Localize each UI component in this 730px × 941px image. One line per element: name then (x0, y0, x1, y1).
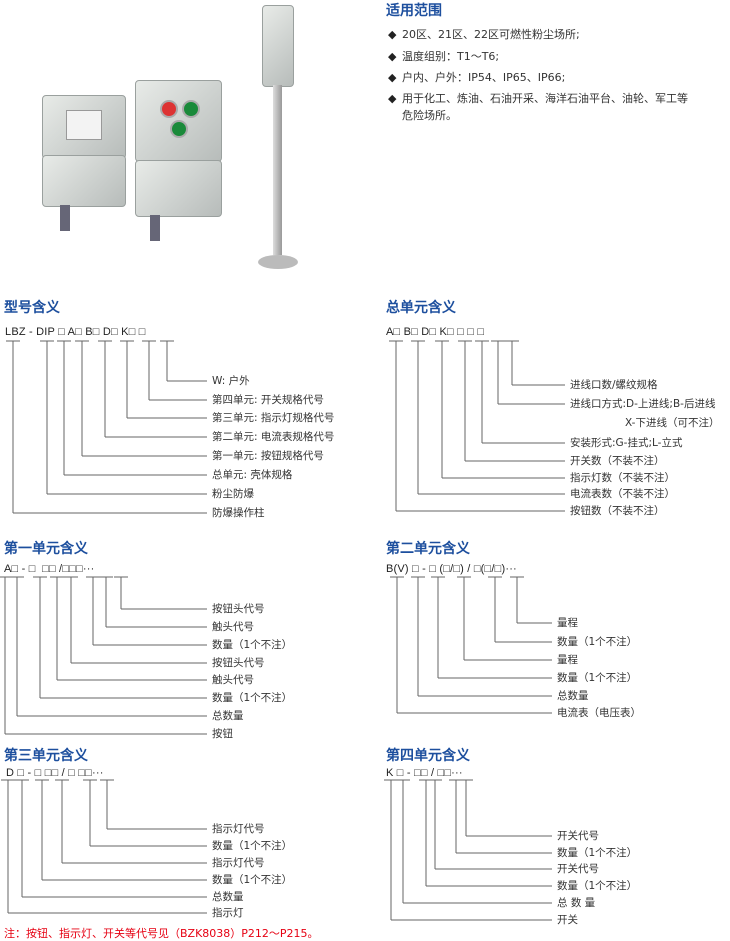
main_unit-label: 指示灯数（不装不注） (570, 472, 675, 484)
unit3-label: 指示灯 (212, 907, 244, 919)
scope-item-continued: 危险场所。 (388, 107, 457, 123)
unit2-label: 量程 (557, 617, 578, 629)
unit1-label: 数量（1个不注） (212, 692, 293, 704)
model-label: W: 户外 (212, 375, 250, 387)
scope-item-text: 20区、21区、22区可燃性粉尘场所; (402, 28, 580, 41)
unit4-label: 数量（1个不注） (557, 880, 638, 892)
unit1-code: A□ - □ □□ /□□□··· (4, 563, 95, 575)
main_unit-label: 安装形式:G-挂式;L-立式 (570, 437, 683, 449)
unit2-label: 数量（1个不注） (557, 636, 638, 648)
unit2-label: 量程 (557, 654, 578, 666)
model-label: 第一单元: 按钮规格代号 (212, 450, 324, 462)
model-label: 总单元: 壳体规格 (212, 469, 293, 481)
scope-item-text: 用于化工、炼油、石油开采、海洋石油平台、油轮、军工等 (402, 92, 688, 105)
unit3-title: 第三单元含义 (4, 748, 88, 764)
unit1-label: 按钮头代号 (212, 603, 265, 615)
unit4-label: 总 数 量 (557, 897, 596, 909)
unit3-label: 数量（1个不注） (212, 874, 293, 886)
diamond-icon: ◆ (388, 92, 397, 105)
unit4-label: 数量（1个不注） (557, 847, 638, 859)
unit2-title: 第二单元含义 (386, 541, 470, 557)
diamond-icon: ◆ (388, 71, 397, 84)
unit3-label: 总数量 (212, 891, 244, 903)
diamond-icon: ◆ (388, 50, 397, 63)
model-label: 防爆操作柱 (212, 507, 265, 519)
unit1-label: 触头代号 (212, 674, 254, 686)
unit1-title: 第一单元含义 (4, 541, 88, 557)
model-code: LBZ - DIP □ A□ B□ D□ K□ □ (5, 326, 146, 338)
main_unit-label: 开关数（不装不注） (570, 455, 665, 467)
unit1-label: 数量（1个不注） (212, 639, 293, 651)
model-label: 第四单元: 开关规格代号 (212, 394, 324, 406)
scope-item-text: 温度组别：T1～T6; (402, 50, 500, 63)
unit3-label: 指示灯代号 (212, 857, 265, 869)
unit1-label: 触头代号 (212, 621, 254, 633)
unit4-label: 开关 (557, 914, 578, 926)
scope-item-text: 危险场所。 (402, 109, 457, 122)
unit2-label: 电流表（电压表） (557, 707, 641, 719)
unit3-code: D □ - □ □□ / □ □□··· (6, 767, 104, 779)
model-label: 粉尘防爆 (212, 488, 254, 500)
unit4-code: K □ - □□ / □□··· (386, 767, 463, 779)
unit1-label: 按钮头代号 (212, 657, 265, 669)
scope-item-text: 户内、户外：IP54、IP65、IP66; (402, 71, 566, 84)
unit3-label: 指示灯代号 (212, 823, 265, 835)
unit4-label: 开关代号 (557, 830, 599, 842)
scope-item: ◆ 用于化工、炼油、石油开采、海洋石油平台、油轮、军工等 (388, 90, 688, 106)
model-label: 第二单元: 电流表规格代号 (212, 431, 335, 443)
main_unit-label: 按钮数（不装不注） (570, 505, 665, 517)
model-title: 型号含义 (4, 300, 60, 316)
unit3-label: 数量（1个不注） (212, 840, 293, 852)
unit1-label: 按钮 (212, 728, 233, 740)
main_unit-label-continued: X-下进线（可不注） (625, 417, 720, 429)
diamond-icon: ◆ (388, 28, 397, 41)
scope-item: ◆ 温度组别：T1～T6; (388, 48, 499, 64)
unit2-code: B(V) □ - □ (□/□) / □(□/□)··· (386, 563, 517, 575)
main_unit-label: 进线口数/螺纹规格 (570, 379, 658, 391)
scope-item: ◆ 20区、21区、22区可燃性粉尘场所; (388, 26, 580, 42)
scope-item: ◆ 户内、户外：IP54、IP65、IP66; (388, 69, 565, 85)
model-label: 第三单元: 指示灯规格代号 (212, 412, 335, 424)
main_unit-label: 电流表数（不装不注） (570, 488, 675, 500)
unit1-label: 总数量 (212, 710, 244, 722)
scope-title: 适用范围 (386, 3, 442, 19)
unit2-label: 总数量 (557, 690, 589, 702)
unit4-label: 开关代号 (557, 863, 599, 875)
main_unit-label: 进线口方式:D-上进线;B-后进线 (570, 398, 716, 410)
unit4-title: 第四单元含义 (386, 748, 470, 764)
main_unit-title: 总单元含义 (386, 300, 456, 316)
unit2-label: 数量（1个不注） (557, 672, 638, 684)
footnote: 注：按钮、指示灯、开关等代号见（BZK8038）P212～P215。 (4, 927, 319, 940)
main_unit-code: A□ B□ D□ K□ □ □ □ (386, 326, 485, 338)
